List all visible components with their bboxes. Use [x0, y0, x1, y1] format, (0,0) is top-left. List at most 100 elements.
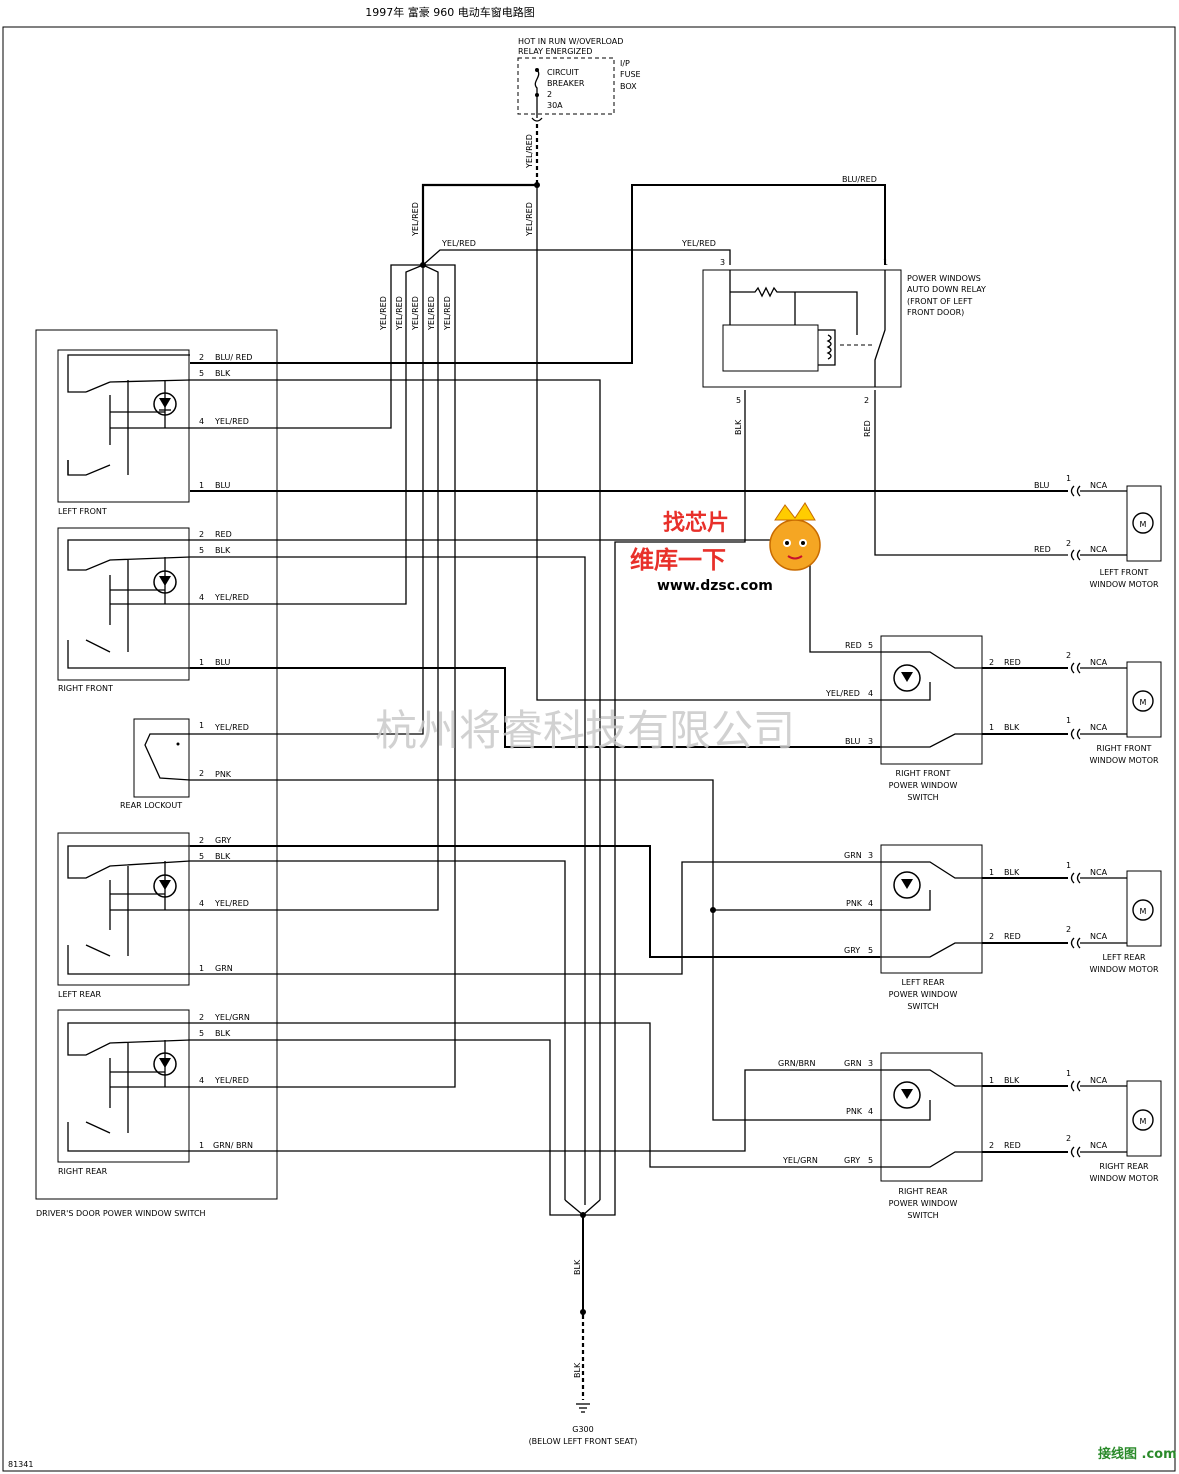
lr-pin-5: 5 — [199, 852, 204, 861]
lfm-nca-2: NCA — [1090, 545, 1108, 554]
lockout-wire-1: YEL/RED — [214, 723, 249, 732]
remote-switch-lr: 3 4 5 1 BLK 2 RED LEFT REAR POWER WINDOW… — [868, 844, 1021, 1011]
lrs-pin-5: 5 — [868, 946, 873, 955]
switch-left-rear: 2 GRY 5 BLK 4 YEL/RED 1 GRN LEFT REAR — [57, 832, 249, 999]
wire-label-lr-grn: GRN — [844, 851, 862, 860]
motor-icon — [1132, 690, 1154, 712]
wire-label-rf-red-in: RED — [845, 641, 862, 650]
rf-pin-5: 5 — [199, 546, 204, 555]
lr-caption: LEFT REAR — [58, 990, 101, 999]
rrs-pin-5: 5 — [868, 1156, 873, 1165]
breaker-label-2: BREAKER — [547, 79, 585, 88]
lr-pin-2: 2 — [199, 836, 204, 845]
wire-label-lr-gry: GRY — [844, 946, 860, 955]
diode-icon — [893, 871, 921, 899]
lfm-caption-1: LEFT FRONT — [1100, 568, 1149, 577]
rfs-pin-5: 5 — [868, 641, 873, 650]
rfm-pin-1: 1 — [1066, 716, 1071, 725]
lf-pin-4: 4 — [199, 417, 204, 426]
rfm-symbol: M — [1140, 698, 1147, 707]
diagram-code: 81341 — [8, 1460, 33, 1469]
watermark-company: 杭州将睿科技有限公司 — [375, 706, 795, 755]
rfs-wire-1: BLK — [1004, 723, 1020, 732]
rfs-caption-1: RIGHT FRONT — [896, 769, 951, 778]
lrs-caption-2: POWER WINDOW — [889, 990, 958, 999]
relay-label-1: POWER WINDOWS — [907, 274, 981, 283]
relay-label-4: FRONT DOOR) — [907, 308, 964, 317]
lrs-pin-3: 3 — [868, 851, 873, 860]
lf-wire-1: BLU — [215, 481, 231, 490]
motor-icon — [1132, 899, 1154, 921]
rrm-symbol: M — [1140, 1117, 1147, 1126]
ground-id: G300 — [572, 1425, 593, 1434]
wire-label-v-c: YEL/RED — [411, 296, 420, 331]
rf-wire-5: BLK — [215, 546, 231, 555]
wire-label-yelred-h1: YEL/RED — [441, 239, 476, 248]
wire-label-lr-pnk: PNK — [846, 899, 863, 908]
switch-right-rear: 2 YEL/GRN 5 BLK 4 YEL/RED 1 GRN/ BRN RIG… — [57, 1009, 253, 1176]
rf-wire-4: YEL/RED — [214, 593, 249, 602]
ground-location: (BELOW LEFT FRONT SEAT) — [529, 1437, 638, 1446]
motor-right-rear: 1 2 NCA NCA M RIGHT REAR WINDOW MOTOR — [1066, 1069, 1162, 1183]
rr-wire-1: GRN/ BRN — [213, 1141, 253, 1150]
rrm-nca-1: NCA — [1090, 1076, 1108, 1085]
remote-switch-rf: 5 4 3 2 RED 1 BLK RIGHT FRONT POWER WIND… — [868, 635, 1021, 802]
rrs-pin-3: 3 — [868, 1059, 873, 1068]
lrm-pin-2: 2 — [1066, 925, 1071, 934]
remote-switch-rr: 3 4 5 GRN GRY 1 BLK 2 RED RIGHT REAR POW… — [844, 1052, 1021, 1220]
relay-pin-1: 1 — [883, 258, 888, 267]
fuse-label-2: FUSE — [620, 70, 641, 79]
ground-icon — [576, 1403, 590, 1413]
watermark-dzsc: 找芯片 维库一下 www.dzsc.com — [630, 502, 821, 594]
lr-wire-5: BLK — [215, 852, 231, 861]
rrs-wire-5: GRY — [844, 1156, 860, 1165]
rrm-nca-2: NCA — [1090, 1141, 1108, 1150]
diode-icon — [893, 664, 921, 692]
lf-wire-2: BLU/ RED — [215, 353, 252, 362]
rrs-pin-1: 1 — [989, 1076, 994, 1085]
lockout-caption: REAR LOCKOUT — [120, 801, 182, 810]
rf-pin-2: 2 — [199, 530, 204, 539]
auto-down-relay: 3 1 5 2 POWER WINDOWS AUTO DOWN RELAY (F… — [702, 258, 986, 405]
lrs-pin-4: 4 — [868, 899, 873, 908]
lrm-nca-1: NCA — [1090, 868, 1108, 877]
mascot-icon — [769, 502, 821, 571]
rfs-wire-2: RED — [1004, 658, 1021, 667]
rr-wire-4: YEL/RED — [214, 1076, 249, 1085]
lf-wire-4: YEL/RED — [214, 417, 249, 426]
rrs-caption-2: POWER WINDOW — [889, 1199, 958, 1208]
rrs-pin-2: 2 — [989, 1141, 994, 1150]
fuse-label-1: I/P — [620, 59, 630, 68]
drivers-door-switch: DRIVER'S DOOR POWER WINDOW SWITCH 2 BLU/… — [35, 329, 278, 1218]
diagram-frame — [2, 26, 1176, 1472]
lrs-caption-3: SWITCH — [907, 1002, 938, 1011]
relay-pin-5: 5 — [736, 396, 741, 405]
lrm-caption-1: LEFT REAR — [1102, 953, 1145, 962]
wire-label-lf-blu: BLU — [1034, 481, 1050, 490]
rrm-pin-1: 1 — [1066, 1069, 1071, 1078]
breaker-label-1: CIRCUIT — [547, 68, 579, 77]
wire-label-rr-yelgrn: YEL/GRN — [782, 1156, 818, 1165]
relay-coil-box — [722, 324, 819, 372]
rr-pin-2: 2 — [199, 1013, 204, 1022]
wire-label-v-b: YEL/RED — [395, 296, 404, 331]
lf-pin-2: 2 — [199, 353, 204, 362]
wire-label-v-a: YEL/RED — [379, 296, 388, 331]
watermark-text-3: www.dzsc.com — [657, 578, 773, 594]
lrm-caption-2: WINDOW MOTOR — [1089, 965, 1159, 974]
rr-caption: RIGHT REAR — [58, 1167, 108, 1176]
rfm-caption-1: RIGHT FRONT — [1097, 744, 1152, 753]
power-header-2: RELAY ENERGIZED — [518, 47, 592, 56]
lr-wire-2: GRY — [215, 836, 231, 845]
wire-label-yelred-v2: YEL/RED — [525, 202, 534, 237]
lfm-pin-2: 2 — [1066, 539, 1071, 548]
rrm-pin-2: 2 — [1066, 1134, 1071, 1143]
lockout-pin-1: 1 — [199, 721, 204, 730]
relay-pin-2: 2 — [864, 396, 869, 405]
rr-wire-2: YEL/GRN — [214, 1013, 250, 1022]
lrm-nca-2: NCA — [1090, 932, 1108, 941]
wire-label-rf-blu-in: BLU — [845, 737, 861, 746]
fuse-box-outline — [517, 57, 615, 115]
rf-pin-4: 4 — [199, 593, 204, 602]
